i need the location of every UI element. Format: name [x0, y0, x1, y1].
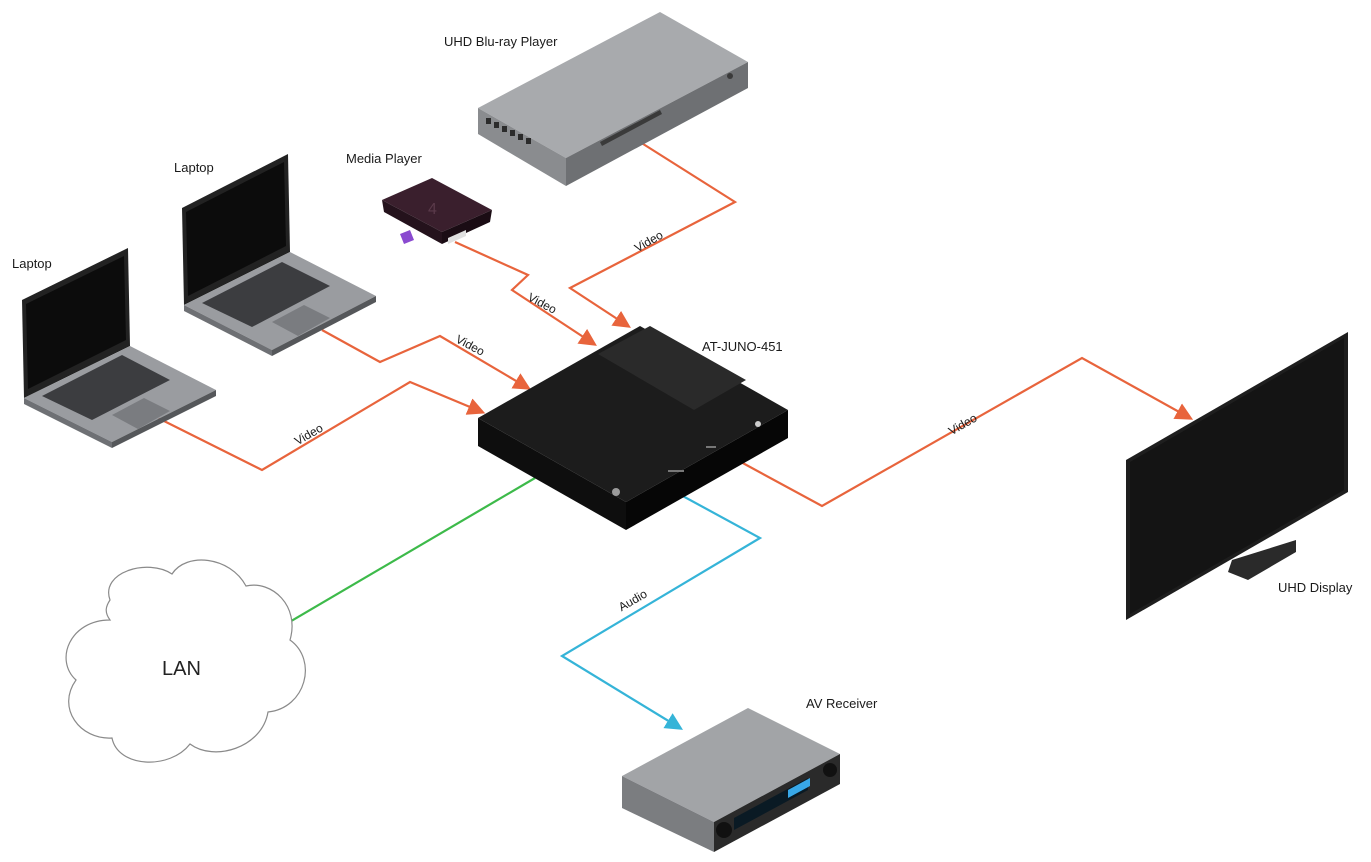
- laptop-lower: [22, 248, 216, 448]
- lan-cloud: [65, 559, 306, 763]
- receiver-label: AV Receiver: [806, 696, 878, 711]
- lan-label: LAN: [162, 658, 201, 680]
- svg-text:4: 4: [428, 201, 437, 218]
- av-receiver: [622, 708, 840, 852]
- bluray-label: UHD Blu-ray Player: [444, 34, 558, 49]
- display-label: UHD Display: [1278, 580, 1353, 595]
- cable-laptop1-video: [157, 380, 486, 472]
- juno-switcher: [478, 326, 788, 530]
- laptop-lower-label: Laptop: [12, 256, 52, 271]
- cable-laptop2-video: [321, 329, 532, 390]
- bluray-player: [478, 12, 748, 186]
- cable-display-video: [727, 356, 1194, 508]
- uhd-display: [1126, 332, 1348, 620]
- cable-media-video: [454, 240, 597, 346]
- media-player: 4: [382, 178, 492, 244]
- cable-lan-network: [260, 477, 536, 639]
- laptop-upper: [182, 154, 376, 356]
- cables: [157, 141, 1194, 730]
- cable-receiver-audio: [559, 487, 763, 730]
- media-player-label: Media Player: [346, 151, 422, 166]
- cable-bluray-video: [567, 141, 738, 328]
- laptop-upper-label: Laptop: [174, 160, 214, 175]
- juno-label: AT-JUNO-451: [702, 339, 783, 354]
